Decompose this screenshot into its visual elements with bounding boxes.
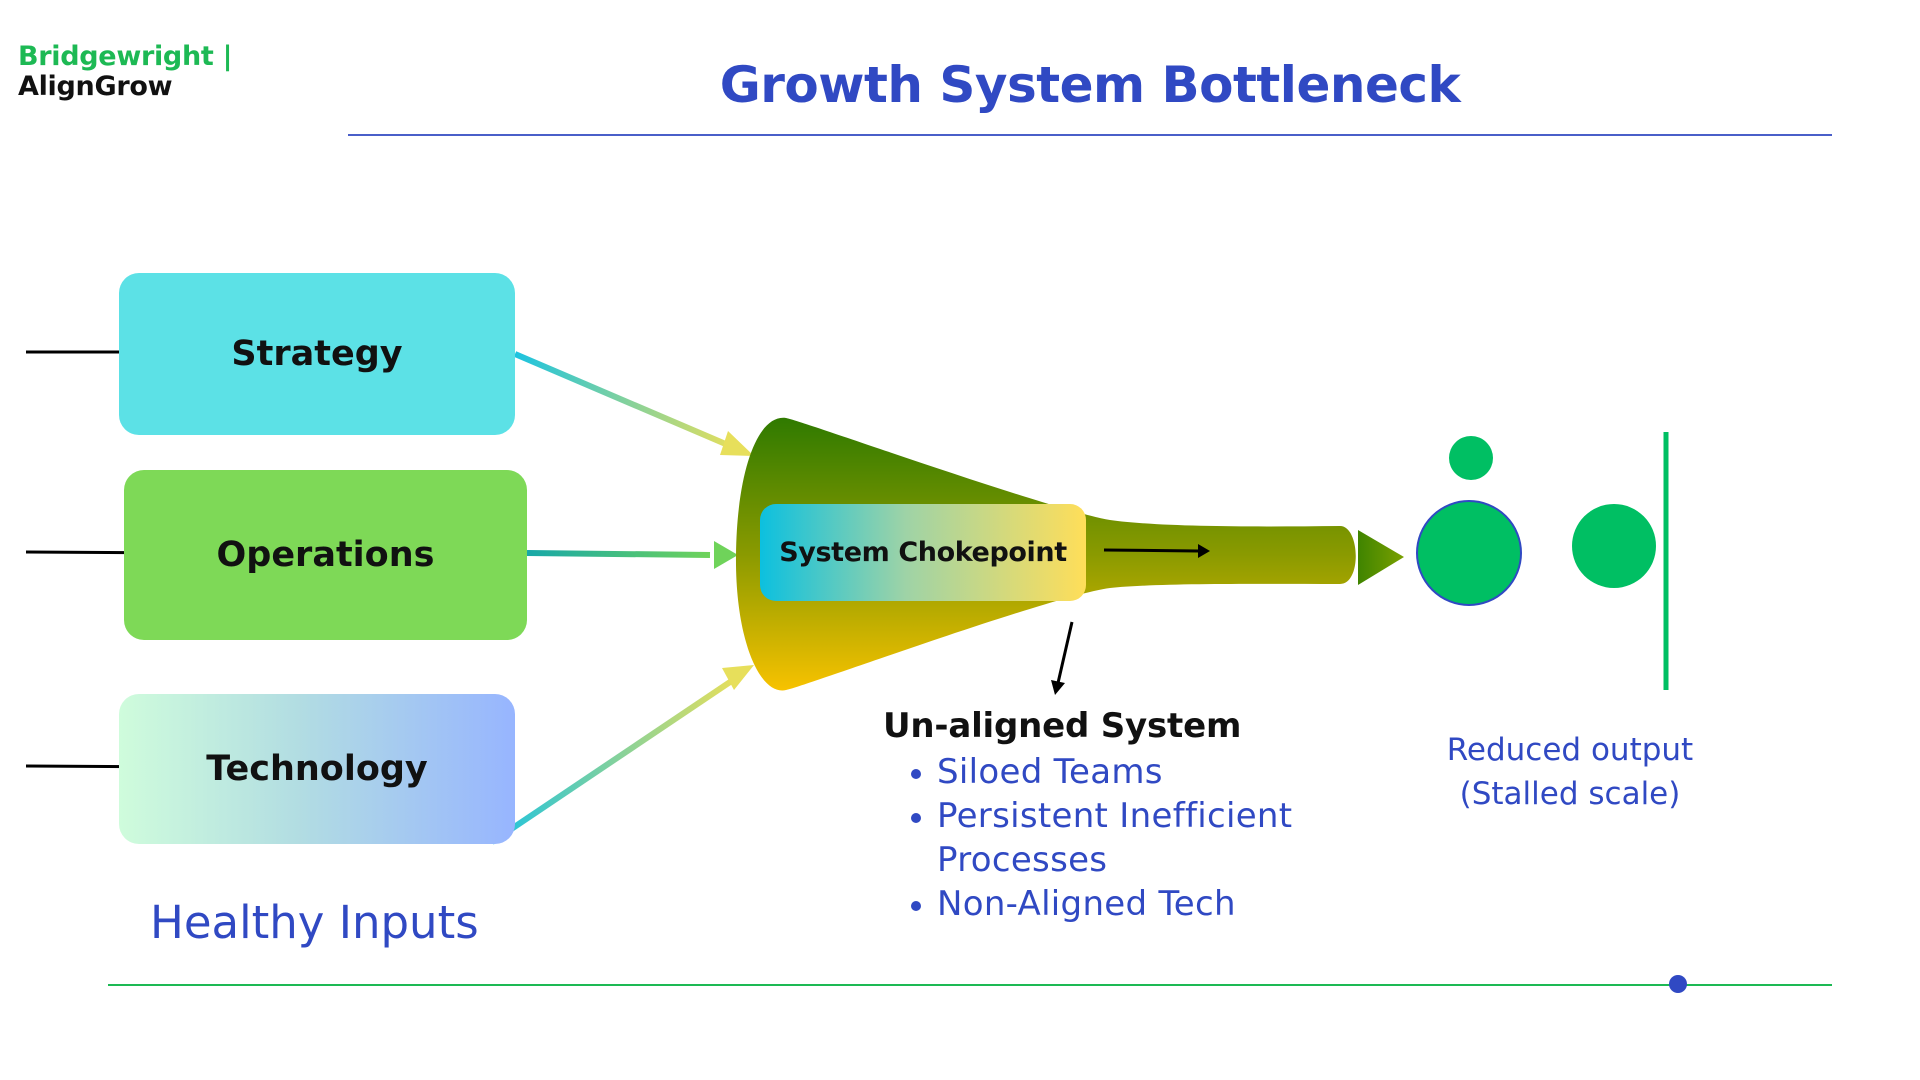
list-item: Non-Aligned Tech	[911, 882, 1443, 926]
connector-arrows	[490, 351, 754, 845]
list-item: Siloed Teams	[911, 750, 1443, 794]
list-item: Persistent Inefficient	[911, 794, 1443, 838]
healthy-inputs-caption: Healthy Inputs	[150, 896, 479, 949]
output-caption: Reduced output (Stalled scale)	[1400, 728, 1740, 816]
output-indicators	[1416, 432, 1669, 690]
strategy-label: Strategy	[231, 334, 403, 374]
brand-logo: Bridgewright | AlignGrow	[18, 42, 232, 101]
issues-bullets: Siloed Teams Persistent Inefficient Proc…	[883, 750, 1443, 926]
list-item-continuation: Processes	[937, 840, 1108, 880]
chokepoint-label: System Chokepoint	[779, 537, 1067, 568]
operations-box: Operations	[124, 470, 527, 640]
brand-line-2: AlignGrow	[18, 70, 173, 102]
flow-arrow	[1103, 544, 1210, 558]
progress-dot	[1669, 975, 1687, 993]
issues-pointer-arrow	[1051, 621, 1074, 695]
technology-box: Technology	[119, 694, 515, 844]
bottom-divider	[108, 984, 1832, 986]
page-title: Growth System Bottleneck	[719, 56, 1461, 114]
operations-label: Operations	[216, 535, 435, 575]
unaligned-system-list: Un-aligned System Siloed Teams Persisten…	[883, 706, 1443, 926]
technology-label: Technology	[206, 749, 428, 789]
title-underline	[348, 134, 1832, 136]
issues-title: Un-aligned System	[883, 706, 1242, 746]
output-line-1: Reduced output	[1446, 732, 1694, 768]
output-line-2: (Stalled scale)	[1459, 776, 1681, 812]
brand-line-1: Bridgewright |	[18, 41, 233, 72]
system-chokepoint-box: System Chokepoint	[760, 504, 1086, 601]
strategy-box: Strategy	[119, 273, 515, 435]
